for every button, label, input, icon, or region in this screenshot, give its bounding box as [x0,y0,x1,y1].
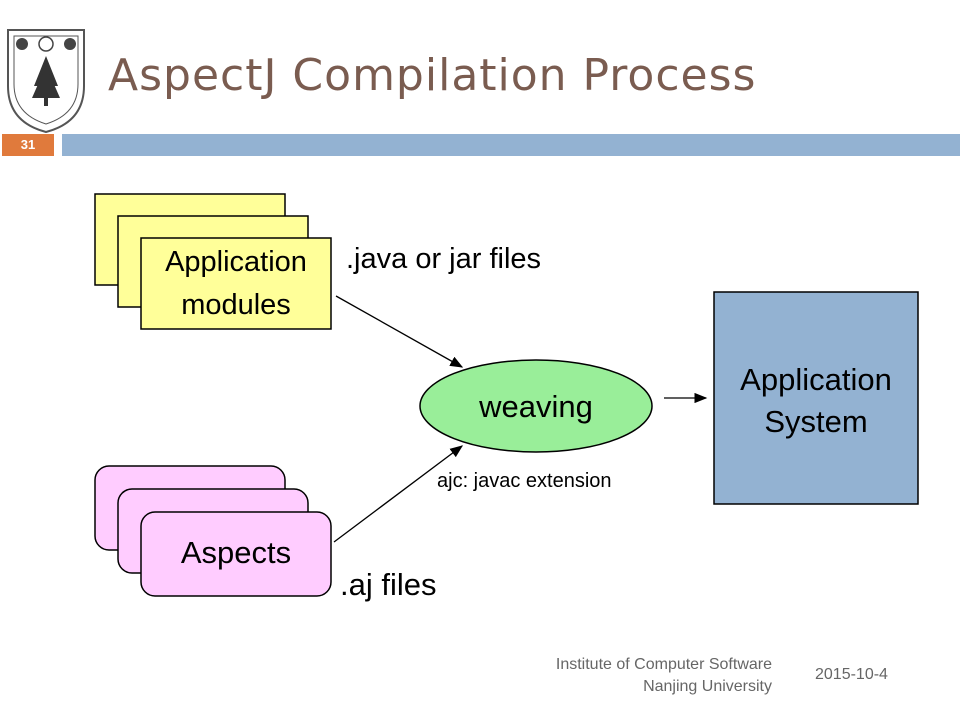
java-files-label: .java or jar files [346,243,542,275]
weaving-label: weaving [479,389,593,424]
header-bar [62,134,960,156]
arrow-aspects-to-weaving [333,445,464,543]
arrow-modules-to-weaving [335,295,464,368]
footer-institute: Institute of Computer Software Nanjing U… [556,654,772,698]
system-label-line2: System [764,404,868,439]
slide-title: AspectJ Compilation Process [108,50,757,101]
footer-date: 2015-10-4 [815,666,888,683]
footer-institute-line1: Institute of Computer Software [555,656,772,673]
modules-label-line1: Application [165,246,307,278]
aj-files-label: .aj files [340,567,437,602]
aspect-card-front [140,511,332,597]
footer-institute-line2: Nanjing University [643,678,772,695]
weaving-ellipse [419,359,653,453]
system-label-line1: Application [740,362,892,397]
slide-number: 31 [2,134,54,156]
aspects-label: Aspects [180,535,292,570]
application-system-box [713,291,919,505]
compiler-label: ajc: javac extension [437,470,612,492]
modules-label-line2: modules [181,289,291,321]
university-logo [4,26,88,134]
module-card-front [140,237,332,330]
